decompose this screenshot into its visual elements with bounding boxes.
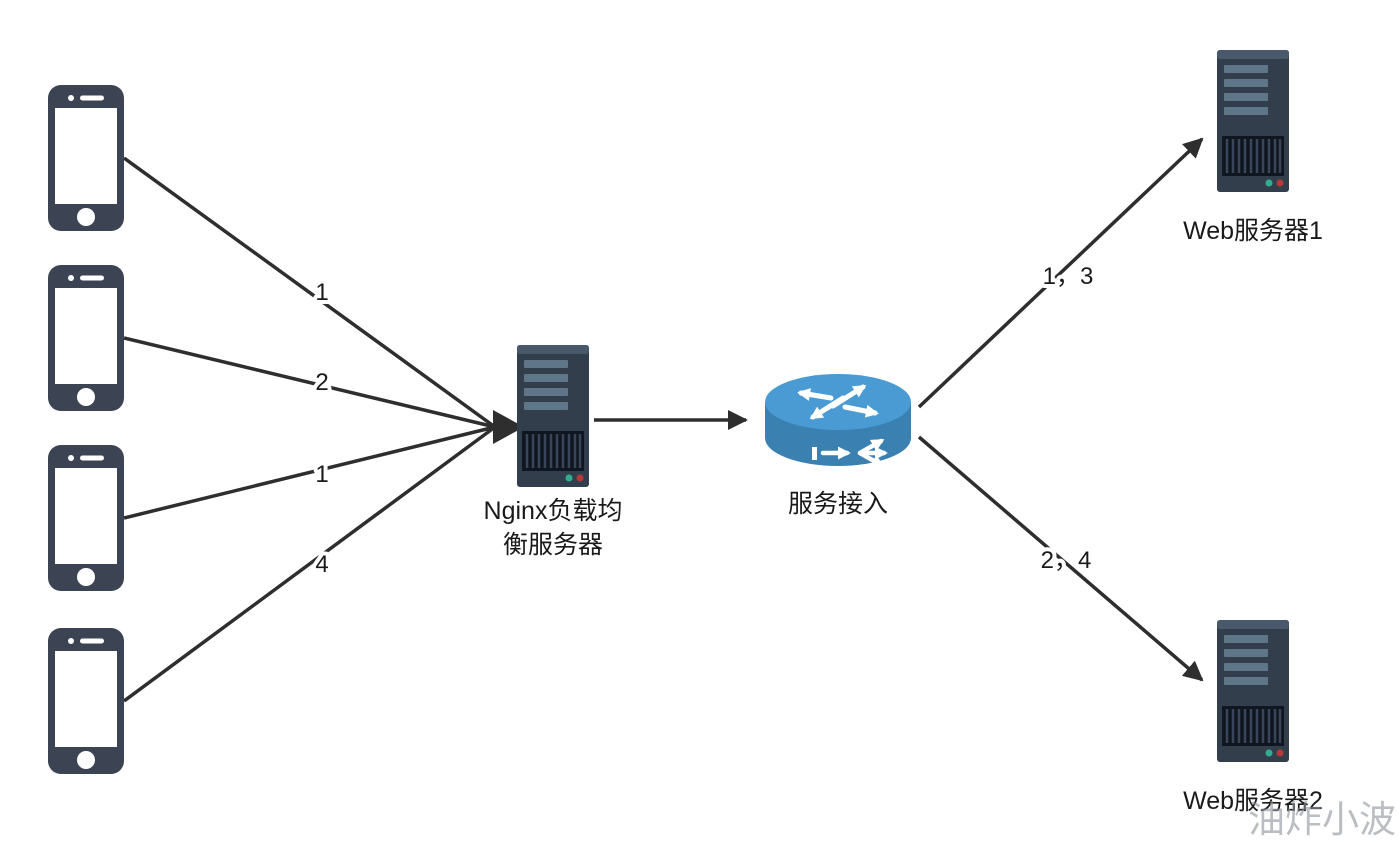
nginx-inbound-arrowhead	[493, 410, 524, 444]
access-router-icon	[765, 374, 911, 466]
edge-label-phone4: 4	[315, 551, 328, 578]
client-phone-2-icon	[48, 265, 124, 411]
edge-label-web2: 2，4	[1041, 547, 1092, 574]
edge-label-phone3: 1	[315, 461, 328, 488]
edge-phone1-nginx	[122, 156, 497, 429]
edge-router-web1	[917, 137, 1204, 409]
watermark-text: 油炸小波	[1248, 799, 1396, 840]
edge-phone2-nginx	[123, 336, 496, 429]
nginx-server-icon	[515, 343, 591, 489]
edge-label-phone1: 1	[315, 279, 328, 306]
client-phone-1-icon	[48, 85, 124, 231]
edge-phone4-nginx	[122, 425, 497, 703]
edge-label-web1: 1，3	[1043, 263, 1094, 290]
web-server-1-icon	[1215, 48, 1291, 194]
nginx-label-line2: 衡服务器	[503, 531, 603, 559]
edge-phone3-nginx	[123, 425, 496, 520]
client-phone-4-icon	[48, 628, 124, 774]
web-server-2-label: Web服务器2	[1183, 787, 1323, 815]
client-phone-3-icon	[48, 445, 124, 591]
edge-label-phone2: 2	[315, 369, 328, 396]
web-server-1-label: Web服务器1	[1183, 217, 1323, 245]
edge-router-web2	[917, 435, 1204, 682]
nginx-label-line1: Nginx负载均	[484, 497, 623, 525]
web-server-2-icon	[1215, 618, 1291, 764]
client-connections	[122, 156, 524, 703]
router-label: 服务接入	[788, 490, 888, 518]
